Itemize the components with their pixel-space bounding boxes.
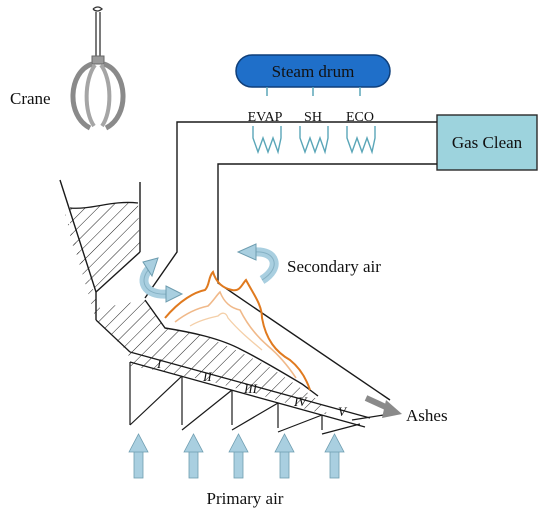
gas-clean-label: Gas Clean bbox=[452, 133, 523, 152]
evaporator-tubes bbox=[252, 126, 282, 155]
gas-clean-box bbox=[436, 114, 538, 171]
primary-air-arrow-icon bbox=[274, 433, 295, 479]
primary-air-label: Primary air bbox=[207, 489, 284, 508]
grate-zone-3: III bbox=[243, 381, 258, 396]
sh-label: SH bbox=[304, 110, 322, 125]
grate-zone-2: II bbox=[202, 369, 212, 384]
ashes-arrow-icon bbox=[364, 395, 402, 418]
secondary-air-arrow-left bbox=[139, 257, 184, 303]
primary-air-arrow-icon bbox=[128, 433, 149, 479]
secondary-air-arrow-right bbox=[236, 243, 279, 284]
secondary-air-label: Secondary air bbox=[287, 257, 381, 276]
evap-label: EVAP bbox=[248, 110, 283, 125]
economizer-tubes bbox=[346, 126, 376, 155]
steam-drum-label: Steam drum bbox=[272, 62, 355, 81]
flame-outer bbox=[164, 270, 311, 391]
primary-air-arrow-icon bbox=[183, 433, 204, 479]
grate-zone-labels: I II III IV V bbox=[156, 356, 348, 419]
crane-label: Crane bbox=[10, 89, 51, 108]
grate-zone-4: IV bbox=[293, 394, 308, 409]
grate-zone-1: I bbox=[156, 356, 162, 371]
grate-zone-5: V bbox=[338, 404, 348, 419]
furnace-walls bbox=[144, 121, 437, 401]
grate-supports bbox=[129, 362, 361, 435]
eco-label: ECO bbox=[346, 110, 374, 125]
superheater-tubes bbox=[299, 126, 329, 155]
flame-inner bbox=[174, 290, 297, 379]
primary-air-arrow-icon bbox=[324, 433, 345, 479]
primary-air-arrows bbox=[128, 433, 345, 479]
crane-icon bbox=[70, 6, 126, 131]
ashes-label: Ashes bbox=[406, 406, 448, 425]
primary-air-arrow-icon bbox=[228, 433, 249, 479]
hopper-waste bbox=[70, 202, 140, 292]
hopper-walls bbox=[59, 179, 319, 397]
waste-bed bbox=[62, 205, 328, 415]
